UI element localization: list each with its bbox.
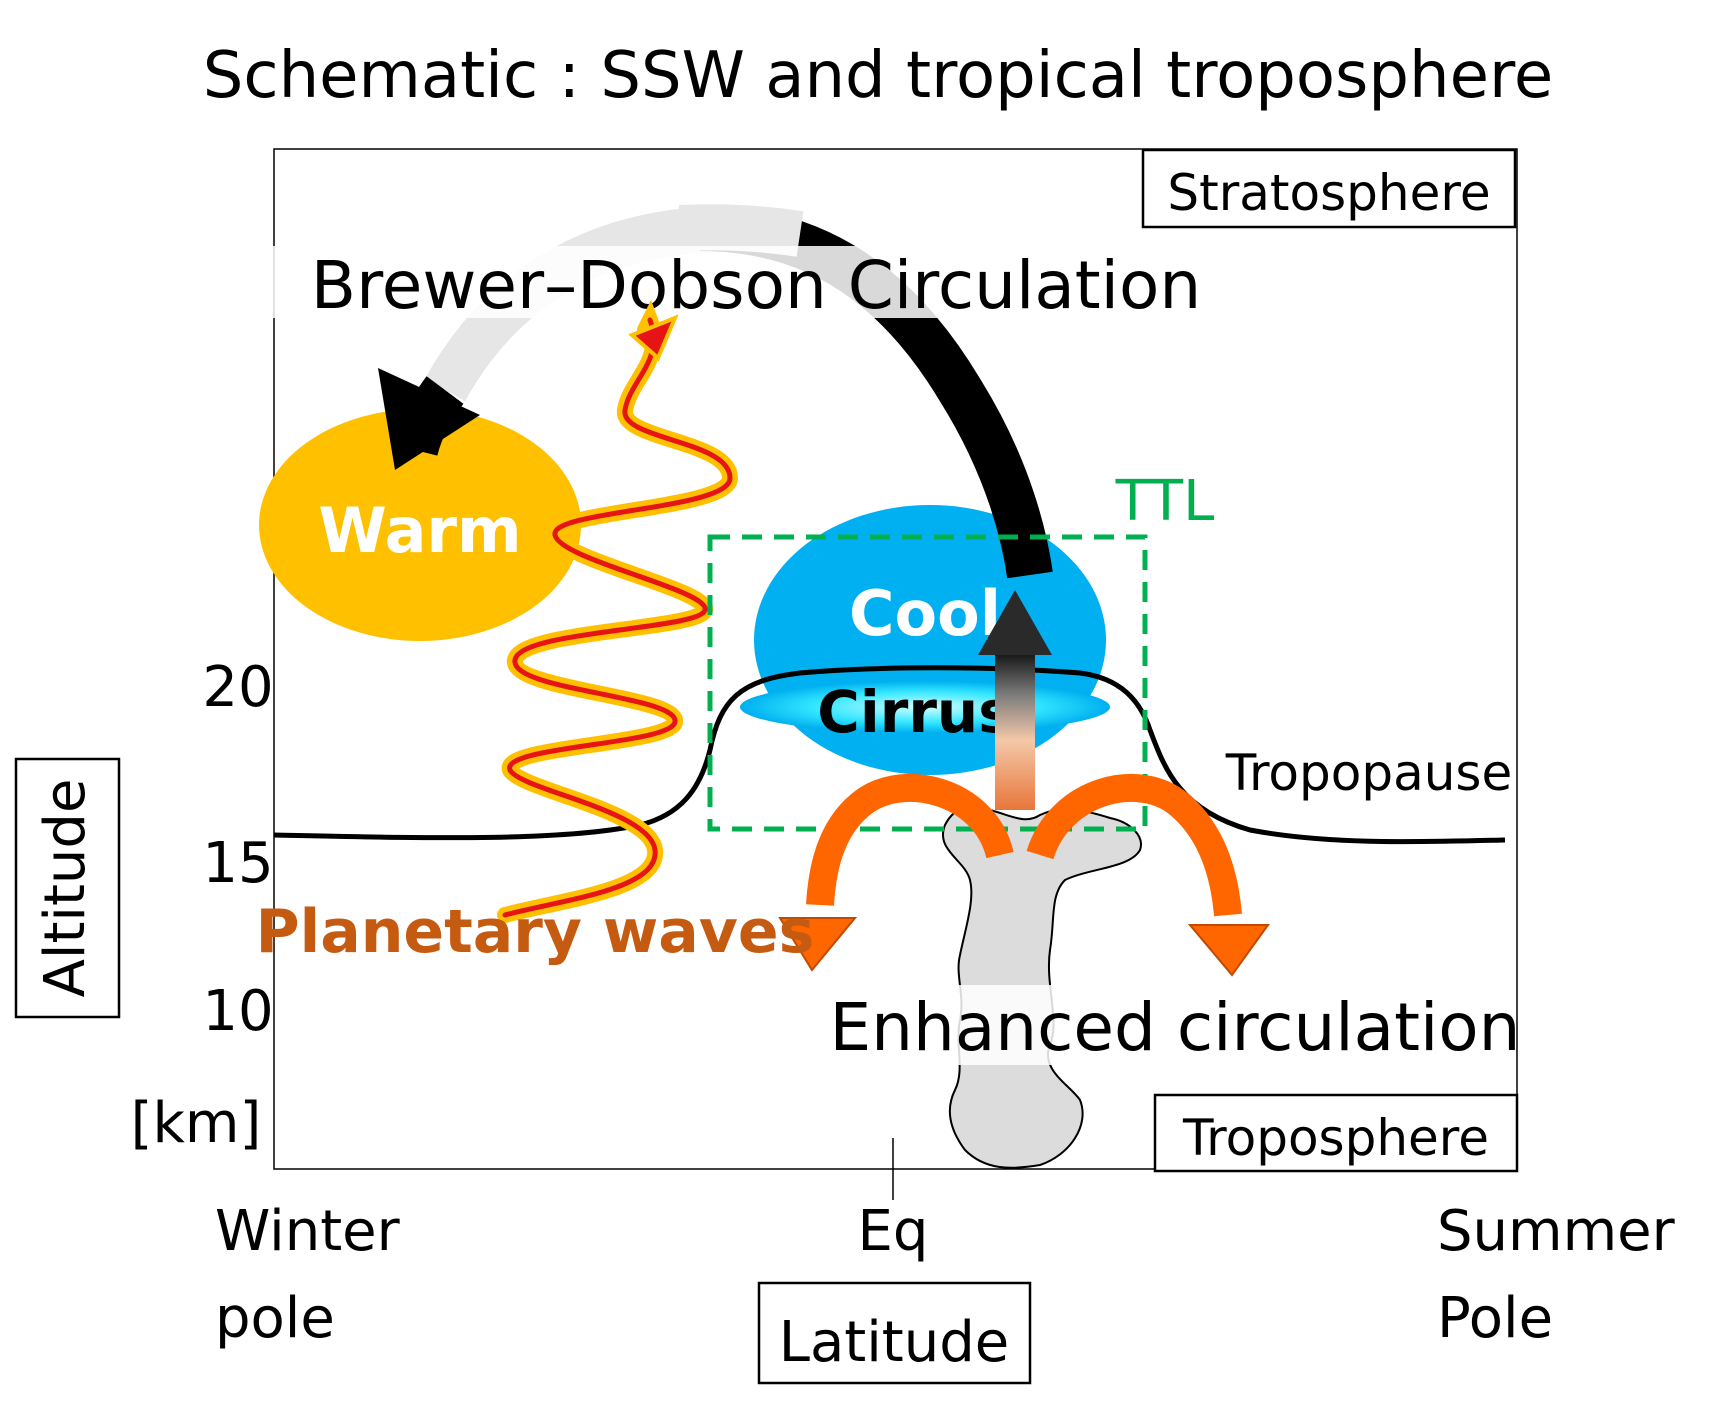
equator-label: Eq <box>858 1199 929 1264</box>
winter-pole-label-line2: pole <box>215 1286 335 1351</box>
ttl-label: TTL <box>1115 469 1215 534</box>
y-tick-20: 20 <box>202 655 273 720</box>
winter-pole-label-line1: Winter <box>215 1199 401 1264</box>
stratosphere-label-box: Stratosphere <box>1141 148 1517 229</box>
altitude-axis-box: Altitude <box>14 757 121 1019</box>
troposphere-label: Troposphere <box>1182 1109 1489 1167</box>
bd-label-band <box>230 246 1280 318</box>
latitude-axis-box: Latitude <box>757 1281 1032 1385</box>
tropopause-label: Tropopause <box>1225 744 1512 802</box>
enhanced-circulation-arrows <box>778 773 1270 977</box>
warm-region <box>259 409 581 641</box>
y-unit: [km] <box>131 1091 262 1156</box>
planetary-waves-label: Planetary waves <box>256 897 815 967</box>
enhanced-circulation-label: Enhanced circulation <box>829 989 1520 1066</box>
summer-pole-label-line2: Pole <box>1437 1286 1553 1351</box>
y-tick-10: 10 <box>202 979 273 1044</box>
cirrus-label: Cirrus <box>817 678 1012 746</box>
brewer-dobson-label: Brewer–Dobson Circulation <box>311 247 1201 324</box>
altitude-axis-label: Altitude <box>33 779 98 998</box>
cool-label: Cool <box>849 577 1001 650</box>
diagram-title: Schematic : SSW and tropical troposphere <box>203 39 1553 113</box>
upward-convection-arrow <box>978 590 1052 810</box>
planetary-wave <box>497 299 739 923</box>
warm-label: Warm <box>318 494 521 567</box>
enhanced-label-band <box>840 985 1500 1065</box>
latitude-axis-label: Latitude <box>779 1310 1009 1375</box>
ttl-box <box>707 534 1148 832</box>
tropopause-line <box>273 665 1506 845</box>
stratosphere-label: Stratosphere <box>1167 164 1490 222</box>
troposphere-label-box: Troposphere <box>1153 1093 1519 1173</box>
summer-pole-label-line1: Summer <box>1437 1199 1676 1264</box>
y-tick-15: 15 <box>202 831 273 896</box>
